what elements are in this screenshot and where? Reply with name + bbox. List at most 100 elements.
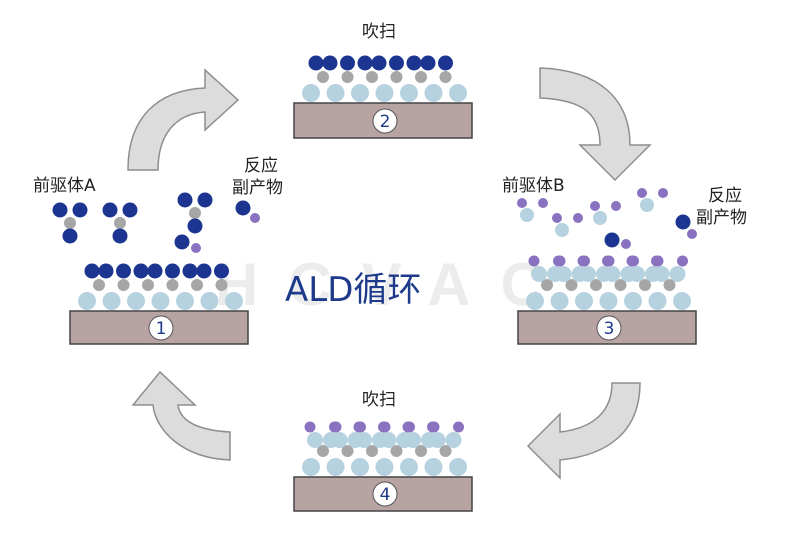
- precursor-b-atom: [677, 255, 688, 267]
- step-number: 1: [156, 319, 167, 339]
- free-precursor-a-atom: [197, 192, 213, 208]
- linker-atom: [142, 279, 154, 291]
- surface-atom: [326, 458, 345, 476]
- precursor-a-label: 前驱体A: [33, 176, 96, 196]
- precursor-b-site-atom: [429, 432, 446, 448]
- step-number-badge: [372, 481, 398, 507]
- precursor-a-atom: [165, 263, 180, 279]
- precursor-b-atom: [602, 255, 613, 267]
- precursor-b-site-atom: [445, 432, 462, 448]
- step-number-badge: [596, 315, 622, 341]
- byproduct-atom: [675, 214, 691, 230]
- free-precursor-a-atom: [52, 202, 68, 218]
- linker-atom: [317, 71, 329, 83]
- free-linker-atom: [189, 207, 201, 219]
- free-precursor-a-atom: [102, 202, 118, 218]
- precursor-a-atom: [133, 263, 149, 279]
- precursor-a-atom: [371, 55, 387, 71]
- precursor-b-atom: [304, 421, 316, 433]
- precursor-a-atom: [84, 263, 100, 279]
- precursor-b-site-atom: [331, 432, 348, 448]
- byproduct-atom: [235, 200, 251, 216]
- surface-atom: [424, 458, 443, 476]
- precursor-b-site-atom: [669, 266, 686, 282]
- linker-atom: [415, 445, 427, 457]
- surface-atom: [526, 292, 544, 310]
- precursor-a-atom: [340, 55, 355, 71]
- purge-label-bottom: 吹扫: [362, 390, 396, 410]
- linker-atom: [639, 279, 651, 291]
- free-precursor-b-site-atom: [555, 223, 569, 237]
- precursor-b-site-atom: [580, 266, 596, 282]
- precursor-a-atom: [406, 55, 422, 71]
- byproduct-right-label-line2: 副产物: [696, 208, 747, 228]
- precursor-b-atom: [528, 255, 540, 267]
- linker-atom: [191, 279, 203, 291]
- precursor-b-atom: [453, 421, 464, 433]
- precursor-b-atom: [577, 255, 589, 267]
- byproduct-atom: [191, 243, 201, 253]
- step-number-badge: [372, 108, 398, 134]
- linker-atom: [317, 445, 329, 457]
- free-precursor-b-site-atom: [593, 211, 607, 225]
- free-precursor-a-atom: [72, 202, 88, 218]
- arrow-3-to-4: [526, 382, 641, 480]
- surface-atom: [449, 84, 467, 102]
- step-number: 4: [380, 485, 391, 505]
- free-precursor-b-atom: [590, 201, 600, 211]
- linker-atom: [565, 279, 578, 291]
- surface-atom: [648, 292, 667, 310]
- ald-cycle-title: ALD循环: [285, 270, 422, 310]
- surface-atom: [624, 292, 642, 310]
- precursor-b-site-atom: [555, 266, 572, 282]
- linker-atom: [166, 279, 179, 291]
- linker-atom: [439, 71, 452, 83]
- surface-atom: [151, 292, 170, 310]
- precursor-b-atom: [329, 421, 340, 433]
- molecule-layer: 1 2 3 4: [52, 55, 697, 512]
- precursor-a-atom: [214, 263, 229, 279]
- free-precursor-a-atom: [187, 218, 203, 234]
- surface-atom: [575, 292, 593, 310]
- step-number: 2: [380, 112, 391, 132]
- surface-atom: [550, 292, 569, 310]
- free-linker-atom: [114, 217, 126, 229]
- byproduct-left-label-line2: 副产物: [232, 178, 283, 198]
- surface-atom: [424, 84, 443, 102]
- surface-atom: [127, 292, 145, 310]
- free-precursor-b-atom: [611, 201, 621, 211]
- precursor-b-atom: [378, 421, 389, 433]
- byproduct-atom: [250, 213, 260, 223]
- step-number: 3: [604, 319, 615, 339]
- precursor-b-atom: [402, 421, 414, 433]
- precursor-b-site-atom: [629, 266, 645, 282]
- precursor-a-atom: [420, 55, 436, 71]
- linker-atom: [663, 279, 676, 291]
- precursor-a-atom: [438, 55, 453, 71]
- byproduct-atom: [604, 232, 620, 248]
- surface-atom: [400, 458, 418, 476]
- surface-atom: [176, 292, 194, 310]
- linker-atom: [366, 445, 378, 457]
- free-precursor-b-atom: [573, 213, 583, 223]
- arrow-1-to-2: [127, 68, 240, 171]
- surface-atom: [375, 84, 394, 102]
- free-precursor-b-site-atom: [640, 198, 654, 212]
- precursor-b-atom: [427, 421, 438, 433]
- free-precursor-a-atom: [122, 202, 138, 218]
- surface-atom: [200, 292, 219, 310]
- linker-atom: [541, 279, 553, 291]
- precursor-b-site-atom: [531, 266, 547, 282]
- precursor-b-site-atom: [653, 266, 670, 282]
- surface-atom: [351, 84, 369, 102]
- precursor-b-site-atom: [356, 432, 372, 448]
- surface-atom: [351, 458, 369, 476]
- precursor-b-site-atom: [604, 266, 621, 282]
- precursor-a-atom: [322, 55, 338, 71]
- precursor-a-atom: [389, 55, 404, 71]
- precursor-b-atom: [651, 255, 662, 267]
- linker-atom: [341, 445, 354, 457]
- byproduct-right-label-line1: 反应: [708, 186, 742, 206]
